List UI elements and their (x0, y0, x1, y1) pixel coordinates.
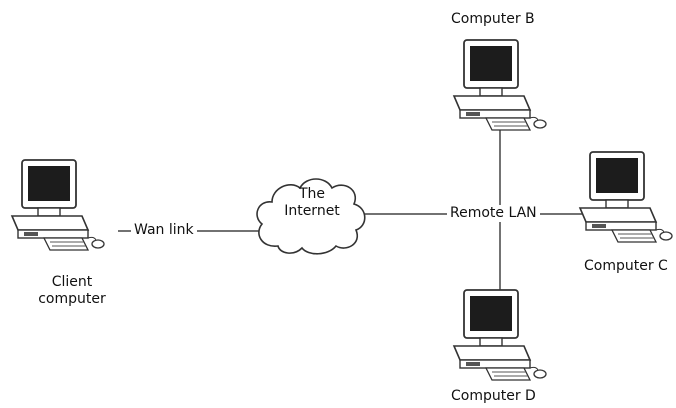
client-label-line2: computer (38, 291, 106, 307)
wan-link-label: Wan link (131, 222, 197, 239)
computer-d (450, 288, 550, 384)
internet-label: The Internet (274, 186, 350, 220)
computer-icon (452, 289, 547, 381)
client-computer (8, 158, 108, 254)
computer-b-label: Computer B (448, 11, 538, 28)
computer-c-label: Computer C (581, 258, 671, 275)
internet-label-line2: Internet (284, 203, 340, 219)
computer-icon (578, 151, 673, 243)
internet-label-line1: The (298, 186, 326, 202)
cloud-icon (256, 178, 366, 255)
computer-d-label: Computer D (448, 388, 539, 405)
computer-b (450, 38, 550, 134)
client-label-line1: Client (51, 274, 93, 290)
computer-icon (10, 159, 105, 251)
remote-lan-label: Remote LAN (447, 205, 540, 222)
client-computer-label: Client computer (26, 274, 118, 308)
computer-c (576, 150, 676, 246)
computer-icon (452, 39, 547, 131)
